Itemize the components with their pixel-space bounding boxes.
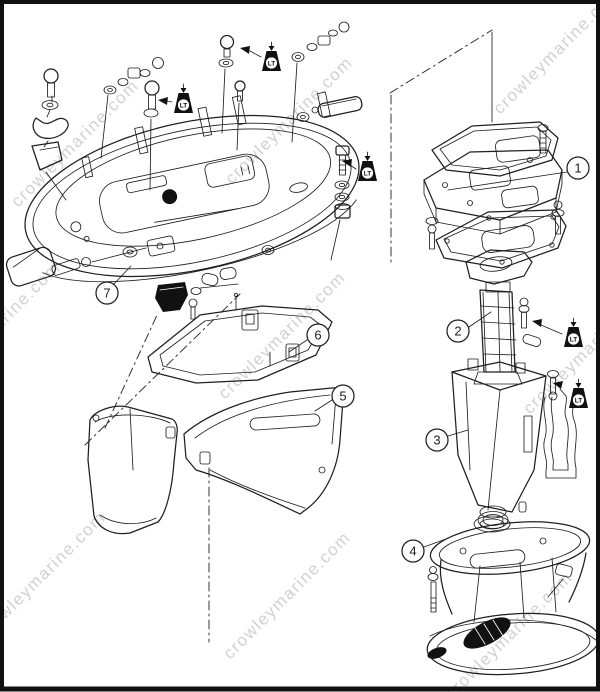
watermark-text: crowleymarine.com [219,528,354,663]
svg-text:LT: LT [268,61,275,68]
watermark-text: crowleymarine.com [489,0,600,118]
loctite-marker: LT [564,317,583,347]
callout-6[interactable]: 6 [288,323,330,353]
clamp-lever [296,96,363,122]
lt-markers: LT LT LT LT [158,41,588,408]
bottom-cowling-pan [24,91,360,283]
callout-7[interactable]: 7 [95,265,132,305]
callout-4[interactable]: 4 [401,538,447,563]
drive-shaft-housing [451,358,577,533]
svg-text:LT: LT [364,171,371,178]
callouts: 1 2 3 4 5 [95,156,590,563]
line-art: LT LT LT LT [5,21,600,676]
fastener-bolt-stack-left [31,68,69,201]
svg-text:7: 7 [103,286,110,301]
callout-2[interactable]: 2 [446,311,492,343]
fastener-row-left [100,57,164,159]
lt-arrow [158,46,567,397]
muffler-tube [465,249,559,401]
construction-lines [84,29,493,643]
bolt-stack-right-of-pan [330,145,351,261]
watermark-text: crowleymarine.com [0,508,109,643]
loctite-marker: LT [174,83,193,113]
svg-text:3: 3 [433,433,440,448]
callout-1[interactable]: 1 [447,156,590,191]
watermark-text: crowleymarine.com [441,568,576,692]
fastener-row-top [291,21,350,143]
apron-cover-left [87,405,178,535]
callout-3[interactable]: 3 [425,428,469,452]
screw-washer-top-center [218,34,246,151]
watermark-text: crowleymarine.com [519,283,600,418]
cowling-latch-handle [5,235,176,287]
bolt-washer-left-center [143,80,160,191]
loctite-marker: LT [569,378,588,408]
svg-text:LT: LT [570,337,577,344]
svg-text:5: 5 [339,389,346,404]
water-intake [427,617,511,659]
apron-cover-right [183,387,344,515]
svg-text:6: 6 [314,328,321,343]
mount-damper-group [155,245,275,320]
watermark-text: crowleymarine.com [221,53,356,188]
rubber-plug [162,189,178,205]
exhaust-guide-assembly [423,31,567,269]
svg-text:4: 4 [409,544,416,559]
upper-gear-casing [426,501,600,676]
watermark-text: crowleymarine.com [7,76,142,211]
svg-text:1: 1 [574,161,581,176]
loctite-marker: LT [358,151,377,181]
svg-text:2: 2 [454,324,461,339]
svg-text:LT: LT [575,398,582,405]
loctite-marker: LT [262,41,281,71]
svg-text:LT: LT [180,103,187,110]
watermark-text: crowleymarine.com [0,258,64,393]
callout-5[interactable]: 5 [314,384,355,412]
